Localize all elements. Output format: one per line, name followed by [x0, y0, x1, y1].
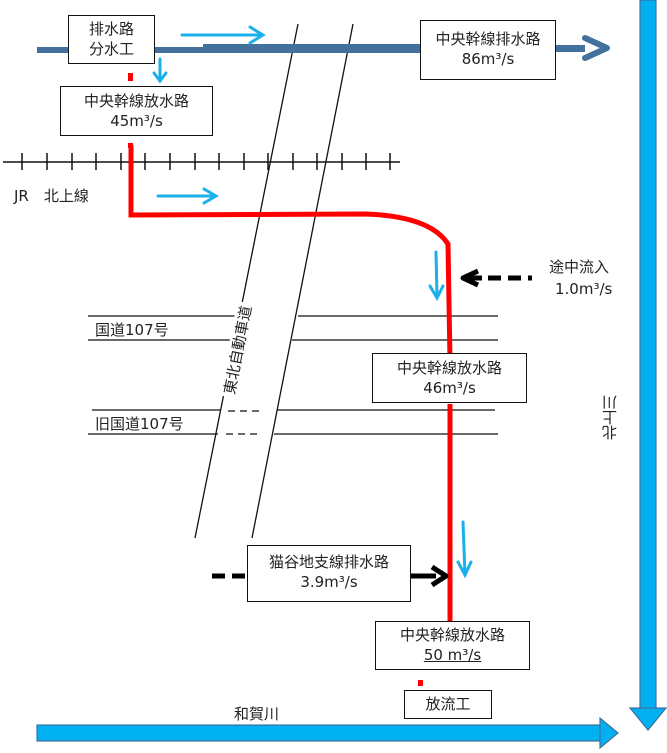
railway-label: JR 北上線 [14, 187, 89, 205]
old-route107-label: 旧国道107号 [95, 415, 184, 433]
flow-arrow-icon [180, 25, 266, 45]
junction-box-line2: 分水工 [88, 40, 134, 58]
kitakami-river-arrowhead-icon [628, 707, 667, 731]
expressway-edge-left [194, 23, 299, 539]
branch-drain-box: 猫谷地支線排水路 3.9m³/s [247, 545, 411, 602]
inflow-flow: 1.0m³/s [555, 280, 613, 298]
kitakami-river [639, 0, 657, 711]
flow-arrow-icon [152, 57, 168, 84]
trunk-drain-flow: 86m³/s [461, 50, 515, 68]
inflow-label: 途中流入 [549, 258, 610, 276]
discharge-box-midstream: 中央幹線放水路 46m³/s [372, 353, 527, 403]
discharge-box-name: 中央幹線放水路 [396, 359, 502, 377]
flow-arrow-icon [156, 187, 219, 205]
jr-railway-ties [21, 153, 391, 170]
discharge-box-flow: 50 m³/s [423, 646, 482, 664]
waga-river-arrowhead-icon [599, 716, 619, 750]
discharge-route-dash [418, 680, 423, 686]
outlet-label: 放流工 [425, 695, 471, 713]
discharge-route [128, 145, 453, 361]
branch-inflow-arrow-icon [212, 564, 449, 588]
kitakami-river-label: 北上川 [601, 395, 619, 440]
waga-river-label: 和賀川 [234, 705, 280, 723]
junction-box: 排水路 分水工 [68, 15, 155, 64]
trunk-drain-box: 中央幹線排水路 86m³/s [420, 20, 556, 80]
discharge-box-upstream: 中央幹線放水路 45m³/s [60, 86, 213, 136]
discharge-box-name: 中央幹線放水路 [83, 92, 189, 110]
drain-channel-main [203, 44, 421, 53]
outlet-box: 放流工 [404, 690, 492, 719]
discharge-box-flow: 46m³/s [423, 379, 476, 397]
route107-label: 国道107号 [95, 321, 169, 339]
flow-arrow-icon [428, 250, 445, 302]
drain-outflow-arrow-icon [582, 35, 610, 61]
discharge-box-name: 中央幹線放水路 [399, 626, 505, 644]
discharge-route-dash [128, 73, 133, 81]
inflow-arrow-icon [460, 268, 532, 288]
junction-box-line1: 排水路 [88, 20, 134, 38]
branch-drain-name: 猫谷地支線排水路 [268, 553, 389, 571]
discharge-box-flow: 45m³/s [110, 112, 163, 130]
expressway-edge-right [251, 23, 354, 539]
waga-river [36, 724, 603, 742]
branch-drain-flow: 3.9m³/s [300, 573, 358, 591]
discharge-box-downstream: 中央幹線放水路 50 m³/s [375, 621, 530, 670]
flow-arrow-icon [456, 520, 473, 579]
trunk-drain-name: 中央幹線排水路 [435, 30, 541, 48]
drain-channel-right [555, 45, 585, 52]
